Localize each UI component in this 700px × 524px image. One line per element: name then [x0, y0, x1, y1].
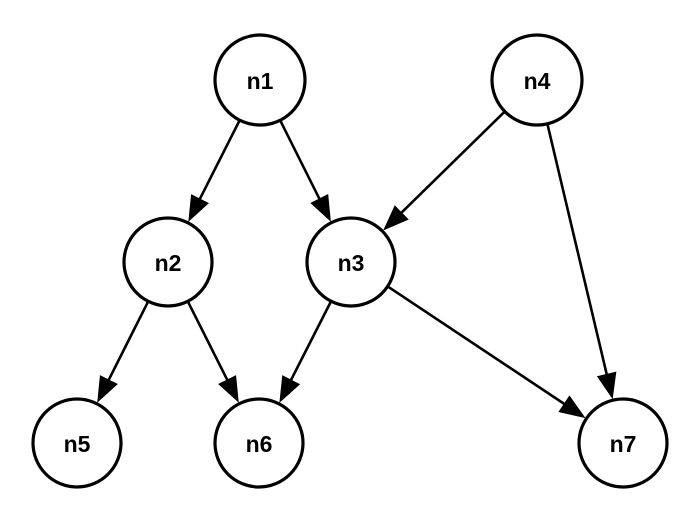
edge-n1-to-n2	[188, 120, 241, 222]
arrowhead-icon	[558, 395, 586, 419]
arrowhead-icon	[218, 375, 239, 403]
edge-line	[105, 301, 149, 384]
node-circle[interactable]	[31, 397, 123, 489]
node-circle[interactable]	[305, 216, 397, 308]
graph-node-n6[interactable]: n6	[213, 397, 305, 489]
node-circle[interactable]	[490, 33, 584, 127]
node-circle[interactable]	[122, 216, 214, 308]
graph-node-n3[interactable]: n3	[305, 216, 397, 308]
edge-n4-to-n3	[383, 111, 506, 231]
edges-layer	[97, 111, 617, 419]
arrowhead-icon	[188, 194, 209, 222]
edge-line	[397, 111, 506, 217]
edge-line	[197, 120, 241, 203]
edge-line	[288, 301, 332, 384]
node-circle[interactable]	[577, 397, 669, 489]
edge-n3-to-n6	[279, 301, 332, 403]
arrowhead-icon	[383, 205, 409, 231]
edge-n4-to-n7	[546, 124, 617, 400]
nodes-layer: n1 n2 n3 n4 n5 n6 n7	[31, 33, 669, 489]
edge-line	[546, 124, 609, 379]
graph-node-n5[interactable]: n5	[31, 397, 123, 489]
edge-line	[187, 301, 231, 384]
arrowhead-icon	[596, 371, 617, 400]
arrowhead-icon	[310, 194, 331, 222]
graph-node-n4[interactable]: n4	[490, 33, 584, 127]
node-circle[interactable]	[213, 33, 307, 127]
edge-n3-to-n7	[387, 285, 586, 419]
edge-line	[387, 285, 568, 407]
graph-node-n2[interactable]: n2	[122, 216, 214, 308]
graph-node-n7[interactable]: n7	[577, 397, 669, 489]
graph-node-n1[interactable]: n1	[213, 33, 307, 127]
node-circle[interactable]	[213, 397, 305, 489]
edge-n1-to-n3	[279, 120, 331, 222]
arrowhead-icon	[97, 375, 118, 403]
edge-n2-to-n6	[187, 301, 239, 403]
edge-line	[279, 120, 323, 203]
edge-n2-to-n5	[97, 301, 149, 403]
arrowhead-icon	[279, 375, 301, 403]
